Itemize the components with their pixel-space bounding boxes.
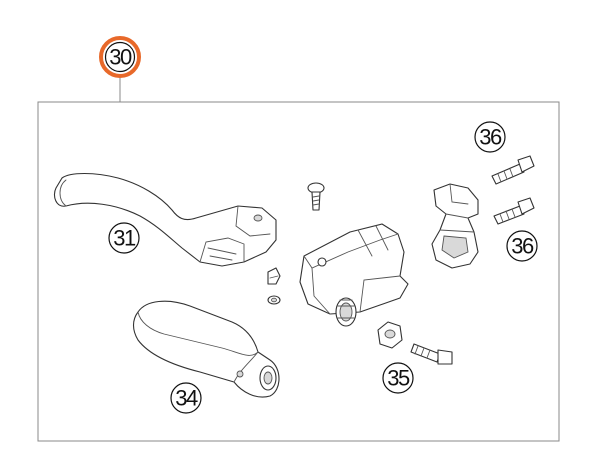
- part-bolt-upper[interactable]: [491, 155, 535, 185]
- part-long-bolt[interactable]: [410, 343, 453, 365]
- callout-36-upper[interactable]: 36: [474, 121, 506, 153]
- part-clamp[interactable]: [431, 183, 479, 269]
- part-small-screw[interactable]: [307, 182, 325, 211]
- callout-30[interactable]: 30: [99, 36, 141, 78]
- callout-36-lower-label: 36: [511, 234, 534, 259]
- callout-34[interactable]: 34: [170, 382, 202, 414]
- callout-31-label: 31: [113, 226, 136, 251]
- callout-30-label: 30: [109, 45, 132, 70]
- part-master-cylinder[interactable]: [299, 223, 409, 327]
- callout-35[interactable]: 35: [382, 362, 414, 394]
- callout-36-upper-label: 36: [479, 125, 502, 150]
- part-lever-cover[interactable]: [132, 300, 280, 398]
- part-nut[interactable]: [377, 321, 403, 349]
- callout-31[interactable]: 31: [108, 222, 140, 254]
- part-pivot-bolt[interactable]: [267, 267, 281, 285]
- part-lever[interactable]: [53, 172, 277, 267]
- part-bolt-lower[interactable]: [493, 197, 535, 225]
- callout-34-label: 34: [175, 386, 198, 411]
- part-pivot-nut[interactable]: [267, 295, 281, 305]
- callout-36-lower[interactable]: 36: [506, 230, 538, 262]
- diagram-frame: [37, 101, 560, 442]
- callout-35-label: 35: [387, 366, 410, 391]
